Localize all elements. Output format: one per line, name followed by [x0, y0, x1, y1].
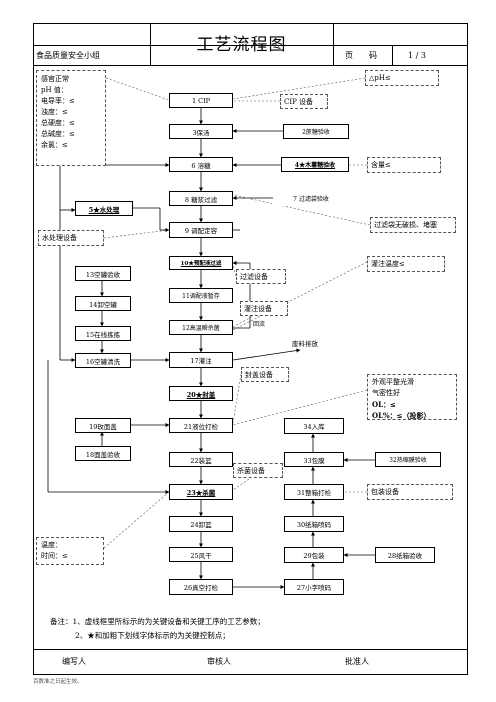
step-water-treatment: 5★水处理: [75, 201, 133, 216]
filter-equipment-label: 过滤设备: [236, 269, 286, 284]
writer-label: 编写人: [62, 657, 86, 666]
step-air-dry: 25风干: [169, 547, 233, 562]
step-wrap: 33包膜: [284, 452, 344, 467]
seal-equipment-label: 封盖设备: [241, 367, 289, 382]
header-divider-v3: [392, 46, 393, 66]
step-carton-code: 30纸箱喷码: [284, 516, 344, 532]
header-divider-v1: [150, 23, 151, 66]
approver-label: 批准人: [345, 657, 369, 666]
appearance-line: 气密性好: [372, 389, 400, 397]
page-number: 1 / 3: [408, 51, 426, 60]
appearance-line: 外观平整光滑: [372, 378, 414, 386]
step-keep-soup: 3保汤: [169, 124, 233, 139]
step-unbasket: 24卸篮: [169, 516, 233, 532]
spec-line: 总硬度：≤: [41, 119, 75, 127]
group-name: 食品质量安全小组: [36, 51, 100, 60]
header-table: [33, 23, 468, 66]
step-box-check: 28纸箱验收: [375, 547, 435, 563]
step-capping: 20★封盖: [169, 386, 233, 401]
fill-temp-spec: 灌注温度≤: [367, 256, 445, 272]
water-equipment-label: 水处理设备: [38, 230, 104, 246]
sterilize-equipment-label: 杀菌设备: [233, 463, 283, 478]
page-label: 页 码: [345, 51, 377, 60]
ph-spec: △pH≤: [365, 70, 439, 86]
time-line: 时间：≤: [41, 552, 68, 560]
page-title: 工艺流程图: [196, 35, 287, 55]
step-carton-check: 31整箱打检: [284, 484, 344, 500]
spec-line: pH 值：: [41, 86, 68, 94]
step-small-code: 27小字喷码: [284, 579, 344, 595]
spec-line: 总碱度：≤: [41, 130, 75, 138]
step-online-sort: 15在线拣拣: [75, 326, 131, 341]
step-warehouse: 34入库: [284, 418, 344, 434]
step-can-wash: 16空罐清洗: [75, 353, 131, 368]
appearance-line: OL%：≤（投影）: [372, 411, 431, 420]
spec-line: 余氯：≤: [41, 141, 68, 149]
step-filterbag-check: 7 过滤袋验收: [273, 191, 349, 206]
step-filling: 17灌注: [169, 352, 233, 368]
step-premix-filter: 10★预配液过滤: [169, 256, 233, 270]
step-can-check: 13空罐验收: [75, 266, 131, 281]
note-line-1: 备注：1、虚线框里所标示的为关键设备和关键工序的工艺参数；: [50, 617, 265, 626]
step-uht: 12高温瞬杀菌: [169, 320, 233, 335]
content-spec: 含量≤: [367, 157, 441, 173]
step-cassava-check: 4★木薯糖验收: [281, 157, 349, 172]
step-packing: 29包装: [284, 547, 344, 563]
appearance-spec: 外观平整光滑 气密性好 OL：≤ OL%：≤（投影）: [367, 374, 457, 420]
step-blend-storage: 11调配液暂存: [169, 288, 233, 303]
fill-equipment-label: 灌注设备: [240, 301, 288, 316]
step-blend: 9 调配定容: [169, 222, 233, 238]
step-syrup-filter: 8 糖浆过滤: [169, 191, 233, 206]
footer-note: 百数准之日起生效。: [33, 679, 83, 685]
temp-time-spec: 温度： 时间：≤: [36, 537, 104, 565]
step-level-check: 21液位打检: [169, 418, 233, 433]
header-divider-h: [33, 45, 468, 46]
reviewer-label: 审核人: [207, 657, 231, 666]
pack-equipment-label: 包装设备: [367, 484, 453, 500]
flowchart-frame: [33, 66, 468, 650]
step-shrink-film-check: 32热缩膜验收: [375, 452, 441, 467]
header-divider-v2: [333, 23, 334, 66]
spec-line: 感官正常: [41, 75, 69, 83]
note-line-2: 2、★和加粗下划线字体标示的为关键控制点；: [75, 631, 230, 640]
cip-equipment-label: CIP 设备: [280, 94, 328, 109]
appearance-line: OL：≤: [372, 400, 396, 409]
return-label: 回流: [253, 321, 266, 328]
spec-line: 电导率：≤: [41, 97, 75, 105]
step-place-lid: 19玫面盖: [75, 418, 131, 433]
water-quality-spec-box: 感官正常 pH 值： 电导率：≤ 浊度：≤ 总硬度：≤ 总碱度：≤ 余氯：≤: [36, 70, 106, 166]
step-basket: 22装篮: [169, 452, 233, 467]
filter-bag-spec: 过滤袋无破损、堵塞: [370, 217, 456, 233]
waste-label: 废料排放: [292, 340, 318, 348]
step-dissolve-sugar: 6 溶糖: [169, 157, 233, 172]
step-cip: 1 CIP: [169, 93, 233, 108]
step-sucrose-check: 2蔗糖验收: [283, 124, 349, 139]
step-vacuum-check: 26真空打检: [169, 579, 233, 595]
spec-line: 浊度：≤: [41, 108, 68, 116]
step-lid-check: 18面盖验收: [75, 446, 131, 461]
step-unload-can: 14卸空罐: [75, 296, 131, 311]
footer-table: [33, 650, 468, 675]
step-sterilize: 23★杀菌: [169, 484, 233, 500]
temp-line: 温度：: [41, 541, 62, 549]
